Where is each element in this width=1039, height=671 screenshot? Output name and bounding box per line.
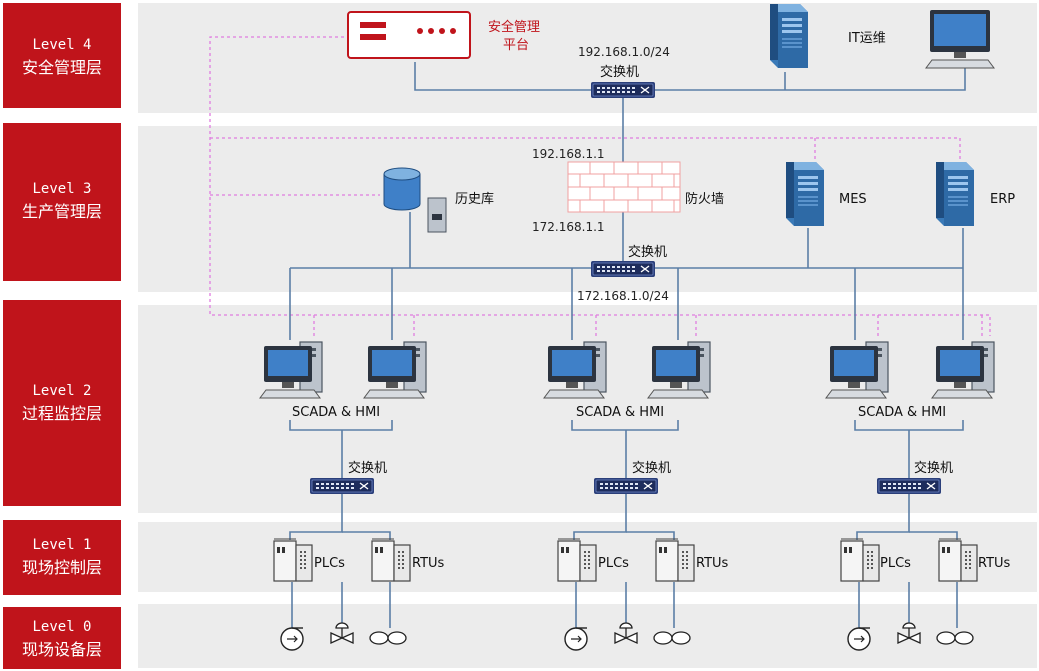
level-3-name: 生产管理层 xyxy=(22,202,102,221)
l2-switch-icon xyxy=(876,477,942,495)
level-2-name: 过程监控层 xyxy=(22,404,102,423)
l3-switch-icon xyxy=(590,260,656,278)
rtu-module-icon xyxy=(938,538,978,582)
level-1-code: Level 1 xyxy=(32,537,91,553)
historian-label: 历史库 xyxy=(455,191,494,207)
erp-label: ERP xyxy=(990,192,1015,207)
rtu-module-icon xyxy=(655,538,695,582)
mes-server-icon xyxy=(786,162,824,226)
l4-switch-label: 交换机 xyxy=(600,64,639,80)
it-ops-label: IT运维 xyxy=(848,31,886,46)
l2-switch-label: 交换机 xyxy=(914,460,953,476)
plc-module-icon xyxy=(273,538,313,582)
firewall-label: 防火墙 xyxy=(685,191,724,207)
level-0-code: Level 0 xyxy=(32,619,91,635)
level-4-box xyxy=(3,3,121,108)
workstation-icon xyxy=(647,341,711,399)
rtu-label: RTUs xyxy=(412,556,445,571)
level-1-name: 现场控制层 xyxy=(22,558,102,577)
l3-switch-label: 交换机 xyxy=(628,244,667,260)
mes-label: MES xyxy=(839,192,867,207)
pump-icon xyxy=(847,627,871,651)
scada-hmi-label: SCADA & HMI xyxy=(292,405,380,420)
level-3-code: Level 3 xyxy=(32,181,91,197)
workstation-icon xyxy=(363,341,427,399)
level-4-code: Level 4 xyxy=(32,37,91,53)
firewall-icon xyxy=(567,161,681,213)
l4-subnet-label: 192.168.1.0/24 xyxy=(578,45,670,59)
l3-subnet-label: 172.168.1.0/24 xyxy=(577,289,669,303)
level-1-box xyxy=(3,520,121,595)
workstation-icon xyxy=(259,341,323,399)
l2-switch-icon xyxy=(309,477,375,495)
security-platform-label-2: 平台 xyxy=(503,38,529,53)
level-0-name: 现场设备层 xyxy=(22,640,102,659)
plc-module-icon xyxy=(840,538,880,582)
l2-switch-icon xyxy=(593,477,659,495)
it-server-icon xyxy=(770,4,808,68)
security-platform-label-1: 安全管理 xyxy=(488,19,540,35)
erp-server-icon xyxy=(936,162,974,226)
management-dashed-links xyxy=(209,36,991,336)
workstation-icon xyxy=(543,341,607,399)
plc-label: PLCs xyxy=(314,556,345,571)
level-0-box xyxy=(3,607,121,669)
firewall-ip-lower: 172.168.1.1 xyxy=(532,220,605,234)
scada-hmi-label: SCADA & HMI xyxy=(576,405,664,420)
level-labels: Level 4 安全管理层 Level 3 生产管理层 Level 2 过程监控… xyxy=(3,3,121,669)
pump-icon xyxy=(564,627,588,651)
plc-label: PLCs xyxy=(880,556,911,571)
network-links xyxy=(289,62,966,628)
l4-switch-icon xyxy=(590,81,656,99)
level-2-box xyxy=(3,300,121,506)
plc-module-icon xyxy=(557,538,597,582)
level-4-name: 安全管理层 xyxy=(22,58,102,77)
rtu-label: RTUs xyxy=(978,556,1011,571)
l2-switch-label: 交换机 xyxy=(348,460,387,476)
plc-label: PLCs xyxy=(598,556,629,571)
firewall-ip-upper: 192.168.1.1 xyxy=(532,147,605,161)
workstation-icon xyxy=(931,341,995,399)
l2-switch-label: 交换机 xyxy=(632,460,671,476)
pump-icon xyxy=(280,627,304,651)
scada-hmi-label: SCADA & HMI xyxy=(858,405,946,420)
band-level-4 xyxy=(138,3,1037,113)
it-workstation-icon xyxy=(925,10,995,69)
historian-database-icon xyxy=(383,167,447,233)
level-3-box xyxy=(3,123,121,281)
level-2-code: Level 2 xyxy=(32,383,91,399)
security-platform xyxy=(347,11,471,59)
rtu-module-icon xyxy=(371,538,411,582)
workstation-icon xyxy=(825,341,889,399)
rtu-label: RTUs xyxy=(696,556,729,571)
